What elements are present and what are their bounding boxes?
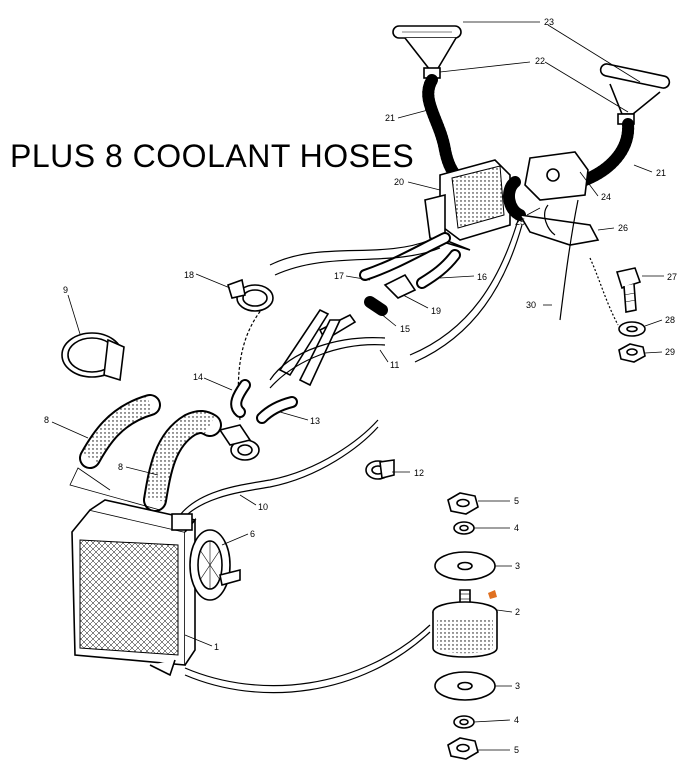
callout-19: 19 <box>431 306 441 316</box>
callout-1: 1 <box>214 642 219 652</box>
callout-28: 28 <box>665 315 675 325</box>
part-24-valve-assembly <box>503 151 600 246</box>
accent-mark <box>488 590 497 599</box>
callout-7: 8 <box>44 415 49 425</box>
part-23-vent-grilles <box>392 25 671 125</box>
leader-lines <box>51 21 664 751</box>
callout-13: 13 <box>310 416 320 426</box>
callout-14: 14 <box>193 372 203 382</box>
part-5-nut-lower <box>447 737 479 760</box>
part-28-washer <box>618 321 646 337</box>
callout-20: 20 <box>394 177 404 187</box>
callout-11: 11 <box>390 360 399 370</box>
part-14-elbow <box>230 379 251 418</box>
callout-18: 18 <box>184 270 194 280</box>
part-20-heater-unit <box>424 159 511 251</box>
part-16-17-hoses <box>359 232 461 316</box>
page-title: PLUS 8 COOLANT HOSES <box>10 138 415 174</box>
part-4-washer-lower <box>453 715 475 729</box>
callout-12: 12 <box>414 468 424 478</box>
callout-21-left: 21 <box>385 113 395 123</box>
callout-29: 29 <box>665 347 675 357</box>
callout-25: 25 <box>515 217 525 227</box>
part-10-pipe <box>179 419 379 516</box>
part-13-elbow <box>256 396 298 424</box>
callout-6: 6 <box>250 529 255 539</box>
callout-22: 22 <box>535 56 545 66</box>
callout-27: 27 <box>667 272 677 282</box>
part-8-hose <box>143 410 222 512</box>
part-30-cable <box>559 199 579 321</box>
pipe-runs <box>237 219 523 421</box>
callout-26: 26 <box>618 223 628 233</box>
part-3-plate-upper <box>434 551 496 581</box>
callout-4-upper: 4 <box>514 523 519 533</box>
part-9-hose-clip <box>61 332 125 382</box>
part-4-washer-upper <box>453 521 475 535</box>
callout-4-lower: 4 <box>514 715 519 725</box>
part-27-bolt <box>615 267 642 313</box>
callout-16: 16 <box>477 272 487 282</box>
callout-numbers: 23 22 21 21 20 24 25 26 18 17 16 19 15 1… <box>44 17 677 755</box>
callout-5-upper: 5 <box>514 496 519 506</box>
part-18-hose-clip <box>227 278 274 312</box>
callout-24: 24 <box>601 192 611 202</box>
part-7-hose <box>79 394 161 469</box>
callout-30: 30 <box>526 300 536 310</box>
part-2-rubber-mount <box>432 589 498 658</box>
callout-8-label: 8 <box>118 462 123 472</box>
callout-21-right: 21 <box>656 168 666 178</box>
callout-10: 10 <box>258 502 268 512</box>
part-6-fan-pump <box>171 513 241 601</box>
part-21-flexible-ducts <box>422 74 635 186</box>
part-5-nut-upper <box>447 492 479 515</box>
part-12-hose-clip <box>365 459 395 480</box>
part-3-plate-lower <box>434 671 496 701</box>
callout-15: 15 <box>400 324 410 334</box>
callout-9: 9 <box>63 285 68 295</box>
callout-23: 23 <box>544 17 554 27</box>
part-29-nut <box>618 343 646 363</box>
thermostat-housing <box>218 424 260 461</box>
callout-17: 17 <box>334 271 344 281</box>
callout-3-lower: 3 <box>515 681 520 691</box>
callout-5-lower: 5 <box>514 745 519 755</box>
callout-2: 2 <box>515 607 520 617</box>
callout-3-upper: 3 <box>515 561 520 571</box>
